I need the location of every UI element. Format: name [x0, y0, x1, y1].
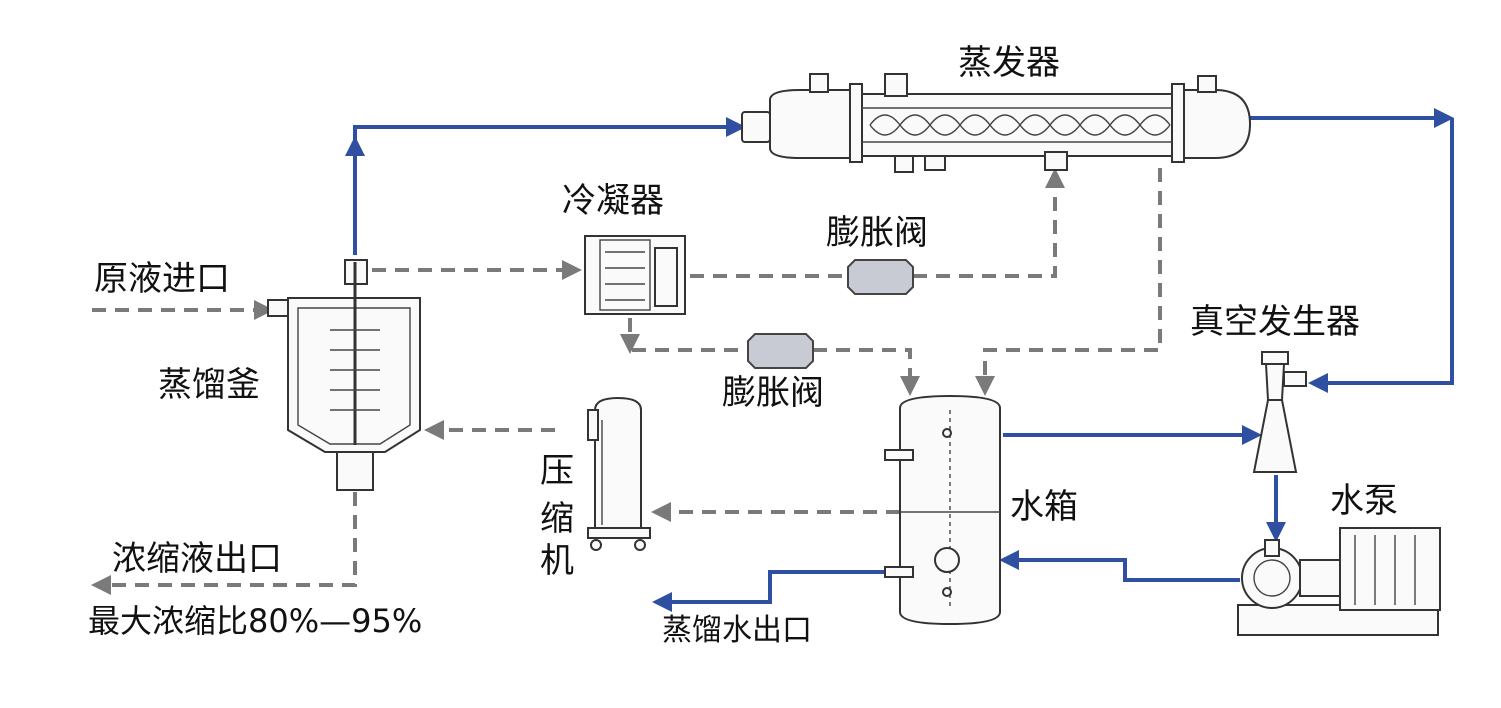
- compressor: [587, 396, 651, 551]
- label-condenser: 冷凝器: [562, 181, 664, 221]
- refrigerant-lines: [91, 168, 1162, 595]
- condenser: [584, 235, 686, 315]
- vacuum-generator: [1252, 351, 1307, 473]
- label-max-concentration: 最大浓缩比80%—95%: [88, 602, 422, 640]
- label-water-pump: 水泵: [1330, 481, 1398, 521]
- line-distilled-water-out: [652, 570, 900, 612]
- water-tank: [884, 394, 1001, 626]
- still-vessel: [267, 259, 421, 491]
- evaporator: [741, 73, 1252, 173]
- line-pump-to-tank: [999, 550, 1240, 582]
- expansion-valve-2: [747, 333, 814, 369]
- line-evaporator-to-tank: [975, 168, 1162, 396]
- labels: 蒸发器 冷凝器 膨胀阀 膨胀阀 原液进口 蒸馏釜 真空发生器 压 缩 机 水箱 …: [88, 43, 1398, 648]
- label-expansion-valve-2: 膨胀阀: [722, 373, 824, 413]
- line-valve1-to-evaporator: [913, 168, 1065, 278]
- water-pump: [1237, 527, 1441, 636]
- label-evaporator: 蒸发器: [958, 43, 1060, 83]
- label-concentrate-outlet: 浓缩液出口: [112, 539, 282, 579]
- label-raw-liquid-inlet: 原液进口: [94, 259, 230, 299]
- label-distilled-water-outlet: 蒸馏水出口: [662, 613, 812, 648]
- concentrate-outlet-line: [91, 492, 357, 595]
- label-compressor-2: 缩: [540, 499, 574, 539]
- line-valve2-to-tank: [813, 348, 920, 396]
- line-to-vacuum-generator: [1308, 118, 1454, 393]
- label-compressor-3: 机: [540, 541, 574, 581]
- label-compressor-1: 压: [540, 451, 574, 491]
- label-still: 蒸馏釜: [158, 365, 260, 405]
- process-lines: [345, 108, 1454, 612]
- label-water-tank: 水箱: [1010, 487, 1078, 527]
- label-expansion-valve-1: 膨胀阀: [826, 213, 928, 253]
- expansion-valve-1: [847, 259, 914, 295]
- label-vacuum-generator: 真空发生器: [1190, 302, 1360, 342]
